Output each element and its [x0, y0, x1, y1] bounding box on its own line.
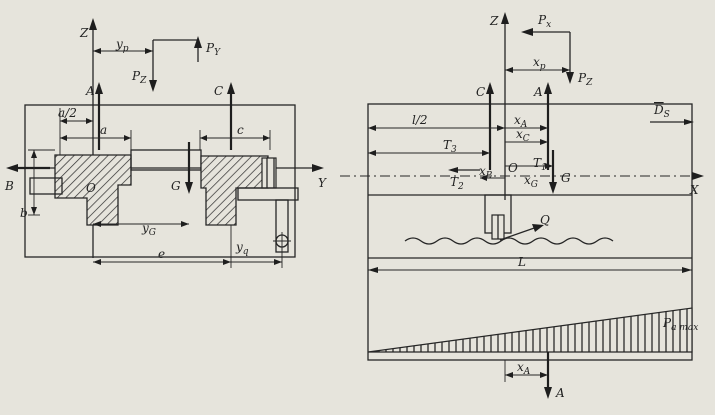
xp-label: xp: [533, 55, 546, 72]
force-c-label-right: C: [476, 85, 485, 99]
q-load-label: Q: [540, 213, 550, 227]
q-load-arrowhead: [532, 224, 544, 232]
a-label: a: [100, 123, 107, 137]
l-dim-label: L: [517, 255, 526, 269]
py-arrowhead: [194, 36, 202, 48]
z-axis-label-right: Z: [489, 14, 499, 28]
force-c-arrowhead-right: [486, 82, 494, 94]
right-view: X Z Px PZ xp DS C A l/2: [340, 12, 704, 400]
left-rail-block: [29, 177, 63, 195]
xg-label: xG: [524, 173, 538, 190]
xa-bottom-label: xA: [517, 360, 531, 377]
force-c-label: C: [214, 84, 223, 98]
y-axis-arrowhead: [312, 164, 324, 172]
py-label: PY: [205, 41, 221, 58]
ds-label: DS: [653, 103, 670, 120]
origin-label: O: [86, 181, 96, 195]
yg-label: yG: [141, 221, 156, 238]
right-trolley-section: [200, 155, 269, 226]
yp-label: yp: [115, 37, 129, 54]
force-b-arrowhead: [6, 164, 18, 172]
pz-label-right: PZ: [577, 71, 593, 88]
force-b-label: B: [4, 179, 14, 193]
force-g-label: G: [171, 179, 181, 193]
pz-arrowhead: [149, 80, 157, 92]
pa-max-label: Pa max: [662, 316, 698, 333]
px-label: Px: [537, 13, 551, 30]
c-label: c: [237, 123, 244, 137]
pz-label: PZ: [131, 69, 147, 86]
t1-label: T1: [533, 156, 547, 173]
t2-label: T2: [450, 175, 464, 192]
z-axis-arrowhead: [89, 18, 97, 30]
e-label: e: [158, 247, 165, 261]
b-label: b: [20, 206, 28, 220]
force-g-label-right: G: [561, 171, 571, 185]
t3-label: T3: [443, 138, 457, 155]
force-a-label-right: A: [533, 85, 543, 99]
wavy-surface-line: [404, 237, 614, 245]
t2-arrowhead: [448, 167, 458, 173]
l-half-label: l/2: [412, 113, 428, 127]
force-g-arrowhead-right: [549, 182, 557, 194]
y-axis-label: Y: [318, 176, 327, 190]
px-arrowhead: [521, 28, 533, 36]
z-axis-arrowhead-right: [501, 12, 509, 24]
xb-label: xB: [479, 164, 493, 181]
force-a-bottom-label: A: [555, 386, 565, 400]
force-a-label: A: [85, 84, 95, 98]
xa-label: xA: [514, 113, 528, 130]
x-axis-label: X: [689, 183, 699, 197]
xc-label: xC: [516, 127, 530, 144]
force-c-arrowhead: [227, 82, 235, 94]
middle-beam: [130, 149, 202, 171]
right-wheel-section: [261, 157, 277, 189]
pressure-distribution-wedge: [367, 307, 693, 353]
hoist-hook-section: [491, 214, 505, 240]
force-a-arrowhead: [95, 82, 103, 94]
yq-label: yq: [235, 240, 249, 257]
ds-arrowhead: [684, 119, 694, 125]
z-axis-label: Z: [79, 26, 89, 40]
force-g-arrowhead: [185, 182, 193, 194]
x-axis-arrowhead: [692, 172, 704, 180]
origin-label-right: O: [508, 161, 518, 175]
left-view: Z Y yp PZ PY A C a/2: [4, 18, 327, 268]
pz-arrowhead-right: [566, 72, 574, 84]
force-a-bottom-arrowhead: [544, 387, 552, 399]
force-a-arrowhead-right: [544, 82, 552, 94]
bridge-frame-outline: [367, 103, 693, 361]
right-rail-block: [237, 187, 299, 201]
crane-frame-outline: [24, 104, 296, 258]
a-half-label: a/2: [58, 106, 77, 120]
q-load-arrow-line: [499, 225, 541, 241]
